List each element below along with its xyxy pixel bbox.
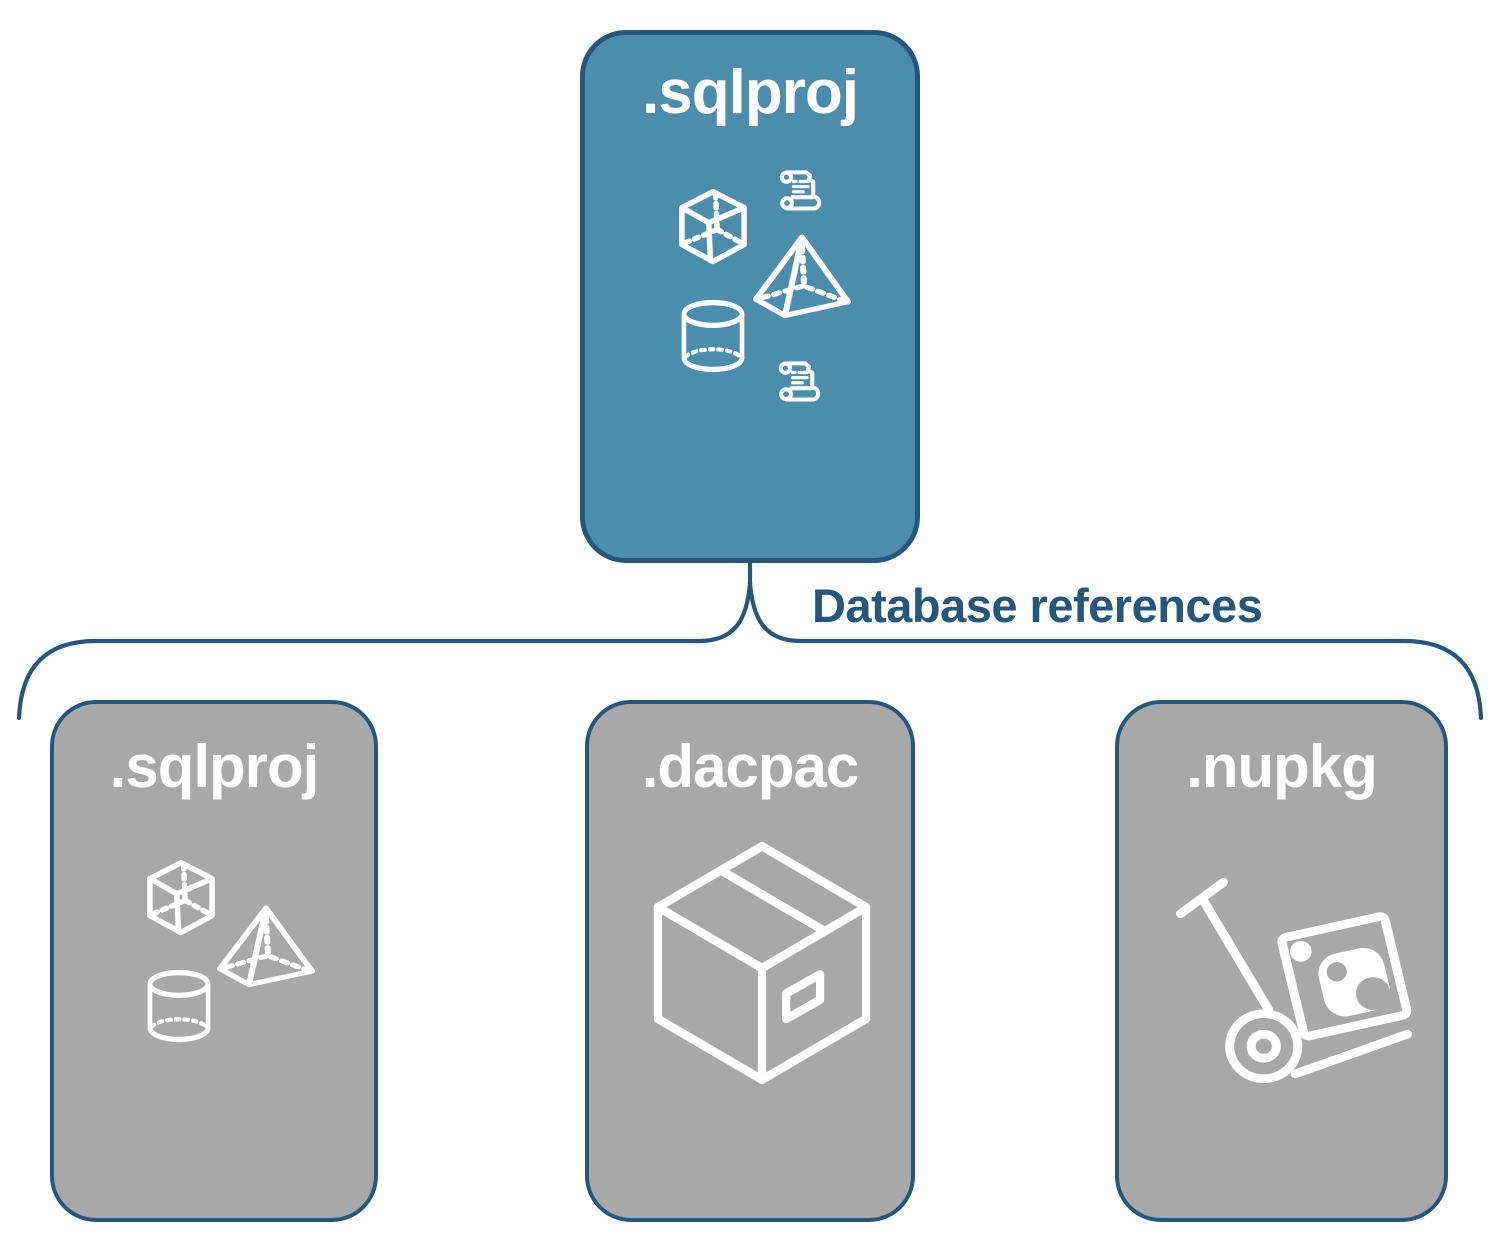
nuget-handtruck-icon [1173, 851, 1425, 1092]
card-sqlproj-source: .sqlproj [580, 30, 920, 563]
brace-connector [16, 560, 1484, 721]
scroll-icon [773, 161, 827, 215]
target-card-title: .dacpac [641, 733, 859, 800]
source-card-title: .sqlproj [642, 58, 859, 127]
cube-icon [671, 185, 755, 269]
pyramid-icon [752, 233, 852, 319]
cylinder-icon [146, 968, 212, 1044]
card-nupkg-target: .nupkg [1115, 700, 1448, 1222]
target-card-title: .nupkg [1186, 733, 1378, 800]
pyramid-icon [216, 904, 316, 988]
package-box-icon [641, 831, 883, 1095]
cube-icon [139, 856, 223, 940]
card-sqlproj-target: .sqlproj [50, 700, 378, 1222]
connector-label: Database references [812, 579, 1263, 632]
cylinder-icon [680, 298, 746, 374]
target-card-title: .sqlproj [109, 733, 320, 800]
card-dacpac-target: .dacpac [585, 700, 915, 1222]
scroll-icon [772, 352, 826, 406]
